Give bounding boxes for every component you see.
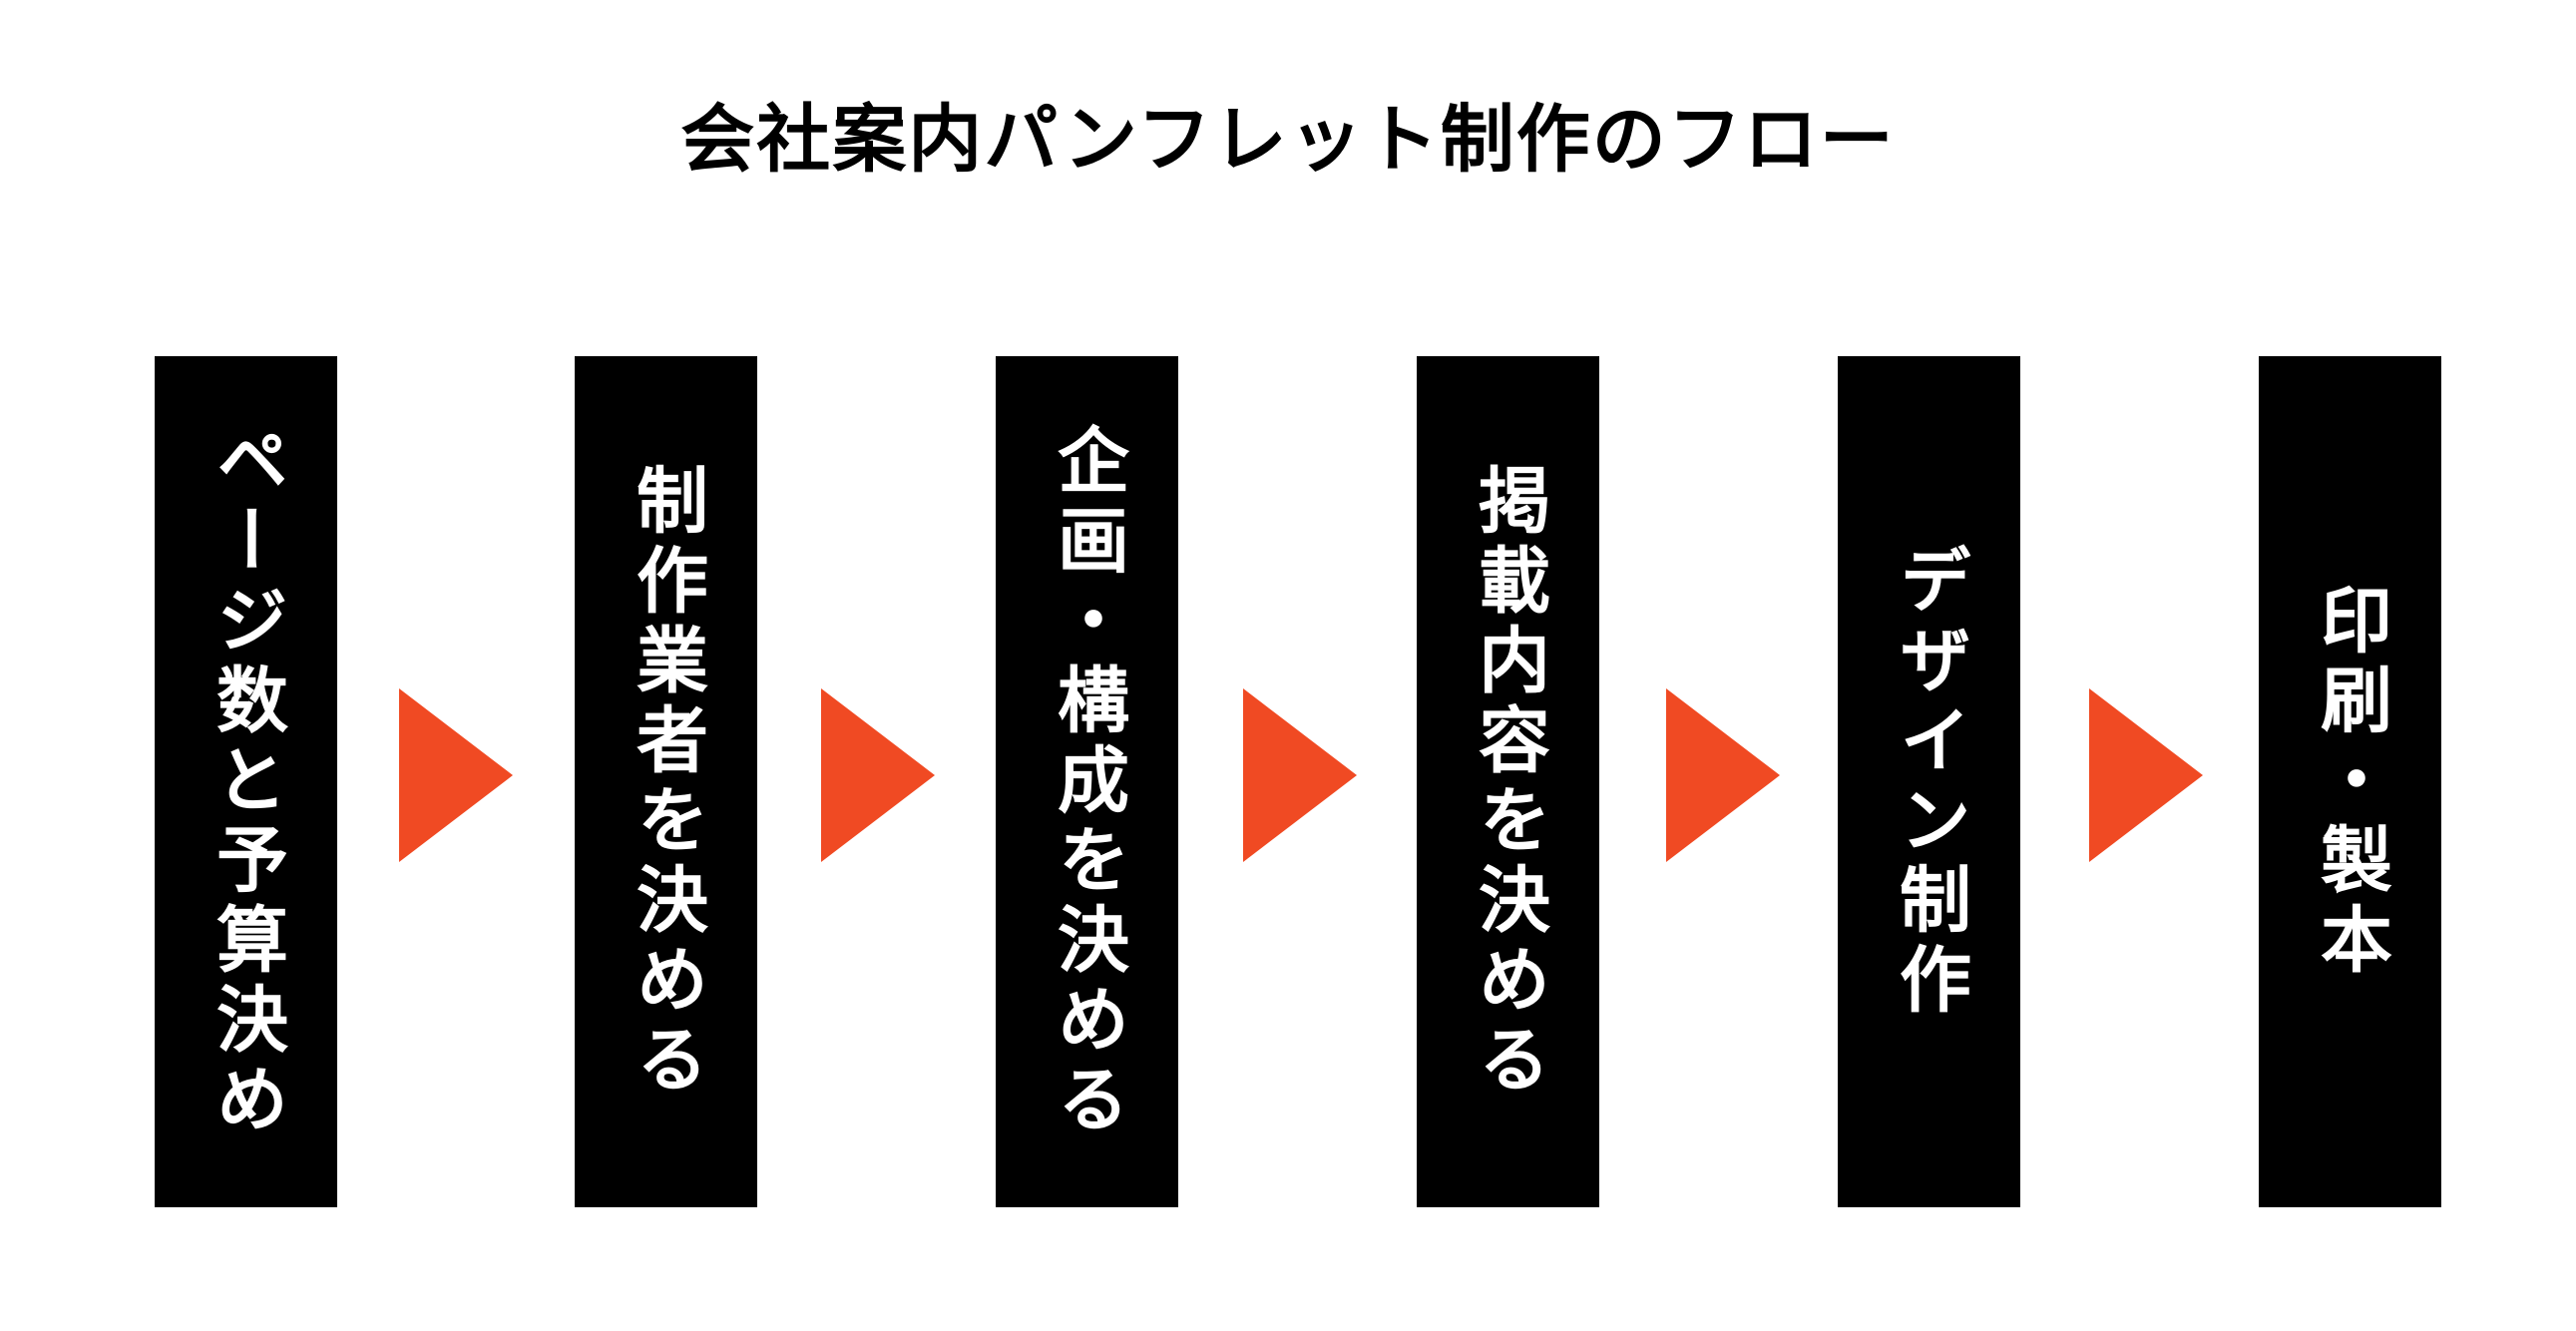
step-label: デザイン制作 <box>1887 542 1971 1022</box>
right-triangle-arrow-icon <box>399 688 513 862</box>
step-design: デザイン制作 <box>1838 356 2020 1207</box>
step-label: ページ数と予算決め <box>204 422 288 1141</box>
diagram-title: 会社案内パンフレット制作のフロー <box>680 97 1896 183</box>
step-label: 掲載内容を決める <box>1466 462 1550 1102</box>
step-page-count-budget: ページ数と予算決め <box>155 356 337 1207</box>
step-decide-content: 掲載内容を決める <box>1417 356 1599 1207</box>
step-choose-producer: 制作業者を決める <box>575 356 757 1207</box>
right-triangle-arrow-icon <box>1666 688 1780 862</box>
right-triangle-arrow-icon <box>1243 688 1357 862</box>
right-triangle-arrow-icon <box>2089 688 2203 862</box>
step-label: 制作業者を決める <box>624 462 708 1102</box>
right-triangle-arrow-icon <box>821 688 935 862</box>
step-label: 企画・構成を決める <box>1045 422 1129 1141</box>
step-print-bind: 印刷・製本 <box>2259 356 2441 1207</box>
step-plan-structure: 企画・構成を決める <box>996 356 1178 1207</box>
step-label: 印刷・製本 <box>2308 582 2392 982</box>
